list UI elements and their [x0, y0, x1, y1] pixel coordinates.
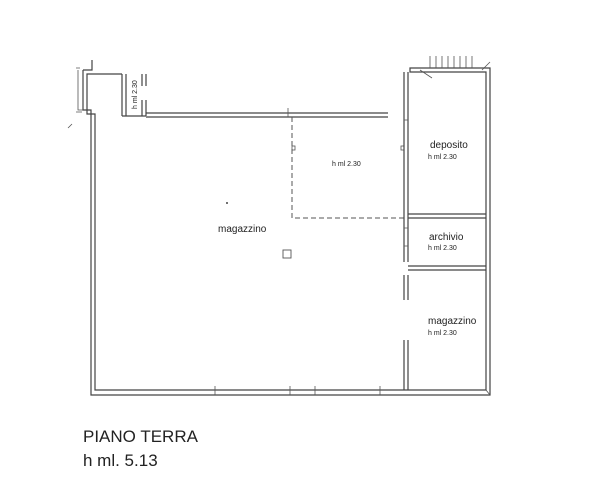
floor-title: PIANO TERRA	[83, 427, 198, 446]
room-label-magazzino-right: magazzino	[428, 316, 477, 327]
room-label-magazzino-main: magazzino	[218, 224, 267, 235]
room-label-deposito: deposito	[430, 140, 468, 151]
bottom-wall-marks	[214, 386, 491, 396]
right-partition	[403, 72, 486, 390]
interior-top-wall	[146, 108, 388, 118]
room-height-mezzanine: h ml 2.30	[332, 161, 361, 168]
floor-height: h ml. 5.13	[83, 451, 158, 470]
marker-dot	[226, 202, 228, 204]
room-height-deposito: h ml 2.30	[428, 154, 457, 161]
column	[282, 249, 292, 259]
room-height-small-room: h ml 2.30	[132, 80, 139, 109]
room-label-archivio: archivio	[429, 232, 464, 243]
room-height-magazzino-right: h ml 2.30	[428, 330, 457, 337]
stray-mark	[67, 123, 73, 129]
outer-walls	[76, 56, 491, 396]
room-height-archivio: h ml 2.30	[428, 245, 457, 252]
